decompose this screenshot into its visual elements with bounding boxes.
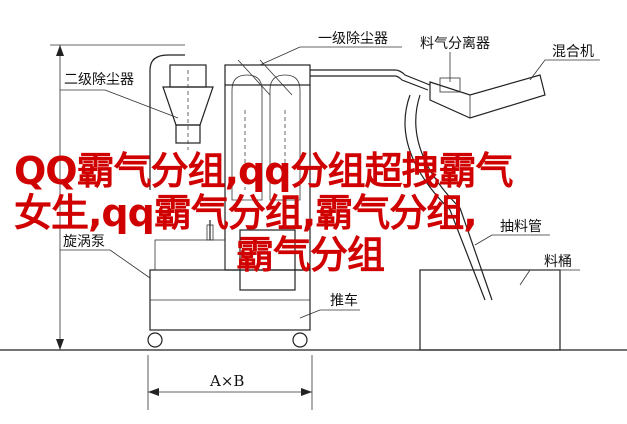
cart-wheel-left [147,332,163,348]
conveying-pipe [310,69,493,301]
label-dimension: A×B [209,372,244,390]
label-cart: 推车 [330,292,358,309]
overlay-line-2: 女生,qq霸气分组,霸气分组, [14,191,478,235]
label-primary-dust-collector: 一级除尘器 [318,31,388,47]
overlay-headline: QQ霸气分组,qq分组超拽霸气 女生,qq霸气分组,霸气分组, 霸气分组 [14,150,614,276]
material-separator [429,74,546,119]
width-dimension [147,355,313,410]
label-suction-pipe: 抽料管 [500,219,542,235]
label-vortex-pump: 旋涡泵 [63,234,105,250]
label-mixer: 混合机 [552,44,594,60]
cart-wheel-right [292,332,308,348]
height-dimension [50,44,185,350]
material-bucket [419,269,561,351]
label-secondary-dust-collector: 二级除尘器 [64,72,134,88]
overlay-line-1: QQ霸气分组,qq分组超拽霸气 [14,149,513,193]
overlay-line-3: 霸气分组 [236,233,385,277]
leader-lines [60,46,600,319]
label-material-bucket: 料桶 [544,254,572,270]
secondary-dust-collector [149,54,214,190]
label-material-separator: 料气分离器 [420,35,490,52]
cart-frame [147,220,311,348]
